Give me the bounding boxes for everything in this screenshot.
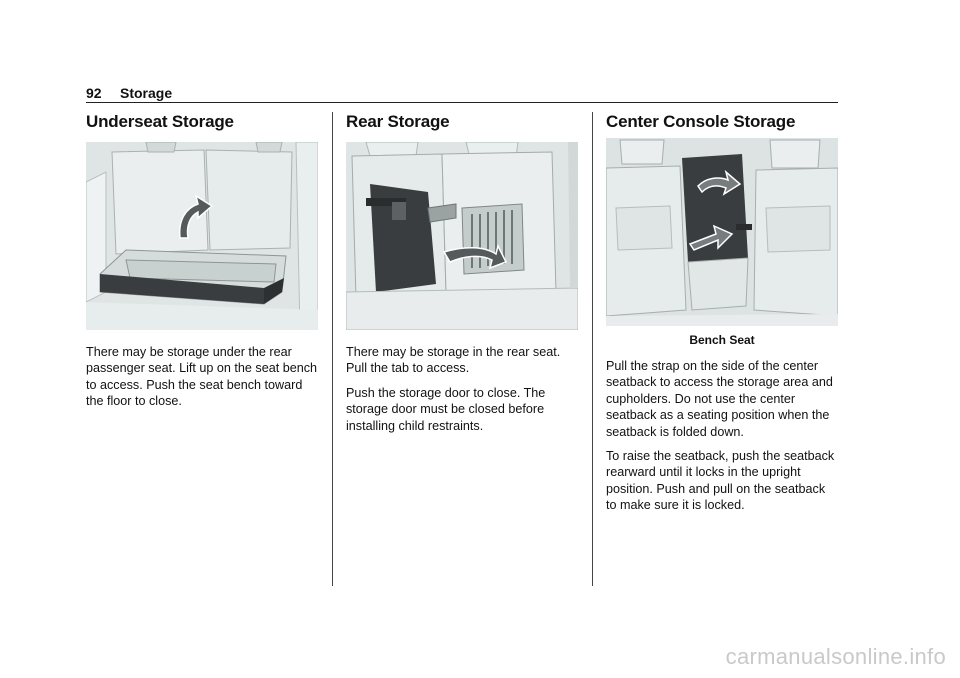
figure-caption: Bench Seat bbox=[689, 333, 755, 347]
paragraph: To raise the seatback, push the seatback… bbox=[606, 449, 835, 513]
underseat-storage-drawing bbox=[86, 142, 318, 330]
page-number: 92 bbox=[86, 85, 102, 101]
center-console-storage-illustration bbox=[606, 138, 838, 326]
rear-storage-illustration bbox=[346, 142, 578, 330]
paragraph: There may be storage under the rear pass… bbox=[86, 345, 318, 409]
section-title: Storage bbox=[120, 85, 173, 101]
watermark: carmanualsonline.info bbox=[725, 644, 946, 669]
section-heading: Underseat Storage bbox=[86, 112, 234, 131]
column-divider bbox=[332, 112, 333, 586]
paragraph: Pull the strap on the side of the center… bbox=[606, 359, 833, 439]
page-header: 92 Storage bbox=[86, 84, 838, 103]
center-console-storage-section: Center Console Storage Bench Seat Pull t… bbox=[606, 112, 838, 514]
underseat-storage-section: Underseat Storage There may be storage u… bbox=[86, 112, 318, 410]
paragraph: There may be storage in the rear seat. P… bbox=[346, 345, 561, 376]
column-divider bbox=[592, 112, 593, 586]
rear-storage-section: Rear Storage bbox=[346, 112, 578, 434]
underseat-storage-illustration bbox=[86, 142, 318, 330]
section-heading: Rear Storage bbox=[346, 112, 450, 131]
center-console-storage-drawing bbox=[606, 138, 838, 326]
section-heading: Center Console Storage bbox=[606, 112, 796, 131]
paragraph: Push the storage door to close. The stor… bbox=[346, 385, 546, 433]
rear-storage-drawing bbox=[346, 142, 578, 330]
